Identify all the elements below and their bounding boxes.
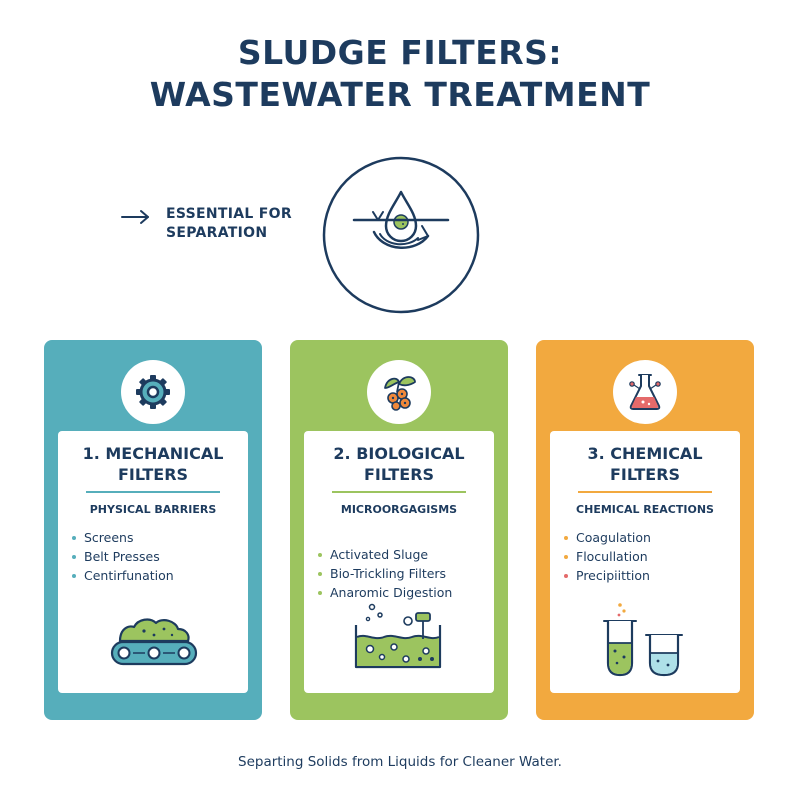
list-item: Centirfunation	[72, 566, 174, 585]
list-item-label: Belt Presses	[84, 549, 160, 564]
list-item-label: Precipiittion	[576, 568, 650, 583]
aeration-tank-icon	[354, 603, 442, 669]
list-item-label: Bio-Trickling Filters	[330, 566, 447, 581]
bullet-icon	[564, 535, 568, 540]
card-title-underline	[86, 491, 220, 493]
card-list: Activated Sluge Bio-Trickling Filters An…	[318, 545, 452, 602]
card-icon-circle	[121, 360, 185, 424]
bullet-icon	[318, 590, 322, 595]
list-item: Coagulation	[564, 528, 651, 547]
tagline-line-2: SEPARATION	[166, 225, 268, 241]
title-line-2: WASTEWATER TREATMENT	[149, 75, 651, 114]
bullet-icon	[72, 554, 76, 559]
footer-caption: Separting Solids from Liquids for Cleane…	[238, 754, 562, 770]
card-title: 2. BIOLOGICAL FILTERS	[304, 443, 494, 485]
bullet-icon	[318, 571, 322, 576]
title-line-1: SLUDGE FILTERS:	[237, 33, 563, 72]
list-item: Precipiittion	[564, 566, 651, 585]
card-biological-filters: 2. BIOLOGICAL FILTERS MICROORGAGISMS Act…	[290, 340, 508, 720]
card-mechanical-filters: 1. MECHANICAL FILTERS PHYSICAL BARRIERS …	[44, 340, 262, 720]
card-panel: 2. BIOLOGICAL FILTERS MICROORGAGISMS Act…	[304, 431, 494, 693]
tagline-text: ESSENTIAL FOR SEPARATION	[166, 205, 292, 243]
card-subtitle: CHEMICAL REACTIONS	[576, 503, 714, 516]
bullet-icon	[564, 554, 568, 559]
beakers-icon	[603, 603, 683, 677]
card-title: 3. CHEMICAL FILTERS	[550, 443, 740, 485]
card-title-line-1: 3. CHEMICAL	[587, 444, 703, 463]
list-item: Anaromic Digestion	[318, 583, 452, 602]
card-panel: 3. CHEMICAL FILTERS CHEMICAL REACTIONS C…	[550, 431, 740, 693]
card-title-underline	[332, 491, 466, 493]
bullet-icon	[72, 573, 76, 578]
card-title-line-2: FILTERS	[609, 465, 681, 484]
list-item: Flocullation	[564, 547, 651, 566]
bullet-icon	[72, 535, 76, 540]
card-list: Coagulation Flocullation Precipiittion	[564, 528, 651, 585]
tagline-line-1: ESSENTIAL FOR	[166, 206, 292, 222]
list-item: Bio-Trickling Filters	[318, 564, 452, 583]
list-item: Screens	[72, 528, 174, 547]
list-item-label: Centirfunation	[84, 568, 174, 583]
card-title-underline	[578, 491, 712, 493]
card-title-line-2: FILTERS	[363, 465, 435, 484]
list-item: Activated Sluge	[318, 545, 452, 564]
list-item-label: Screens	[84, 530, 134, 545]
card-chemical-filters: 3. CHEMICAL FILTERS CHEMICAL REACTIONS C…	[536, 340, 754, 720]
card-title-line-1: 1. MECHANICAL	[82, 444, 224, 463]
bullet-icon	[318, 552, 322, 557]
list-item-label: Coagulation	[576, 530, 651, 545]
card-title-line-2: FILTERS	[117, 465, 189, 484]
card-icon-circle	[367, 360, 431, 424]
list-item-label: Flocullation	[576, 549, 648, 564]
tagline: ESSENTIAL FOR SEPARATION	[120, 205, 292, 243]
bullet-icon	[564, 573, 568, 578]
card-icon-circle	[613, 360, 677, 424]
leaf-microbe-icon	[384, 376, 416, 411]
card-subtitle: MICROORGAGISMS	[340, 503, 458, 516]
list-item: Belt Presses	[72, 547, 174, 566]
arrow-right-icon	[121, 210, 149, 224]
card-list: Screens Belt Presses Centirfunation	[72, 528, 174, 585]
card-title: 1. MECHANICAL FILTERS	[58, 443, 248, 485]
page-title: SLUDGE FILTERS: WASTEWATER TREATMENT	[0, 32, 800, 116]
belt-press-icon	[110, 618, 198, 666]
gear-icon	[136, 375, 170, 409]
water-drop-emblem-icon	[322, 156, 480, 314]
card-subtitle: PHYSICAL BARRIERS	[89, 503, 217, 516]
list-item-label: Anaromic Digestion	[330, 585, 453, 600]
flask-icon	[629, 374, 661, 410]
card-title-line-1: 2. BIOLOGICAL	[333, 444, 465, 463]
list-item-label: Activated Sluge	[330, 547, 429, 562]
card-panel: 1. MECHANICAL FILTERS PHYSICAL BARRIERS …	[58, 431, 248, 693]
